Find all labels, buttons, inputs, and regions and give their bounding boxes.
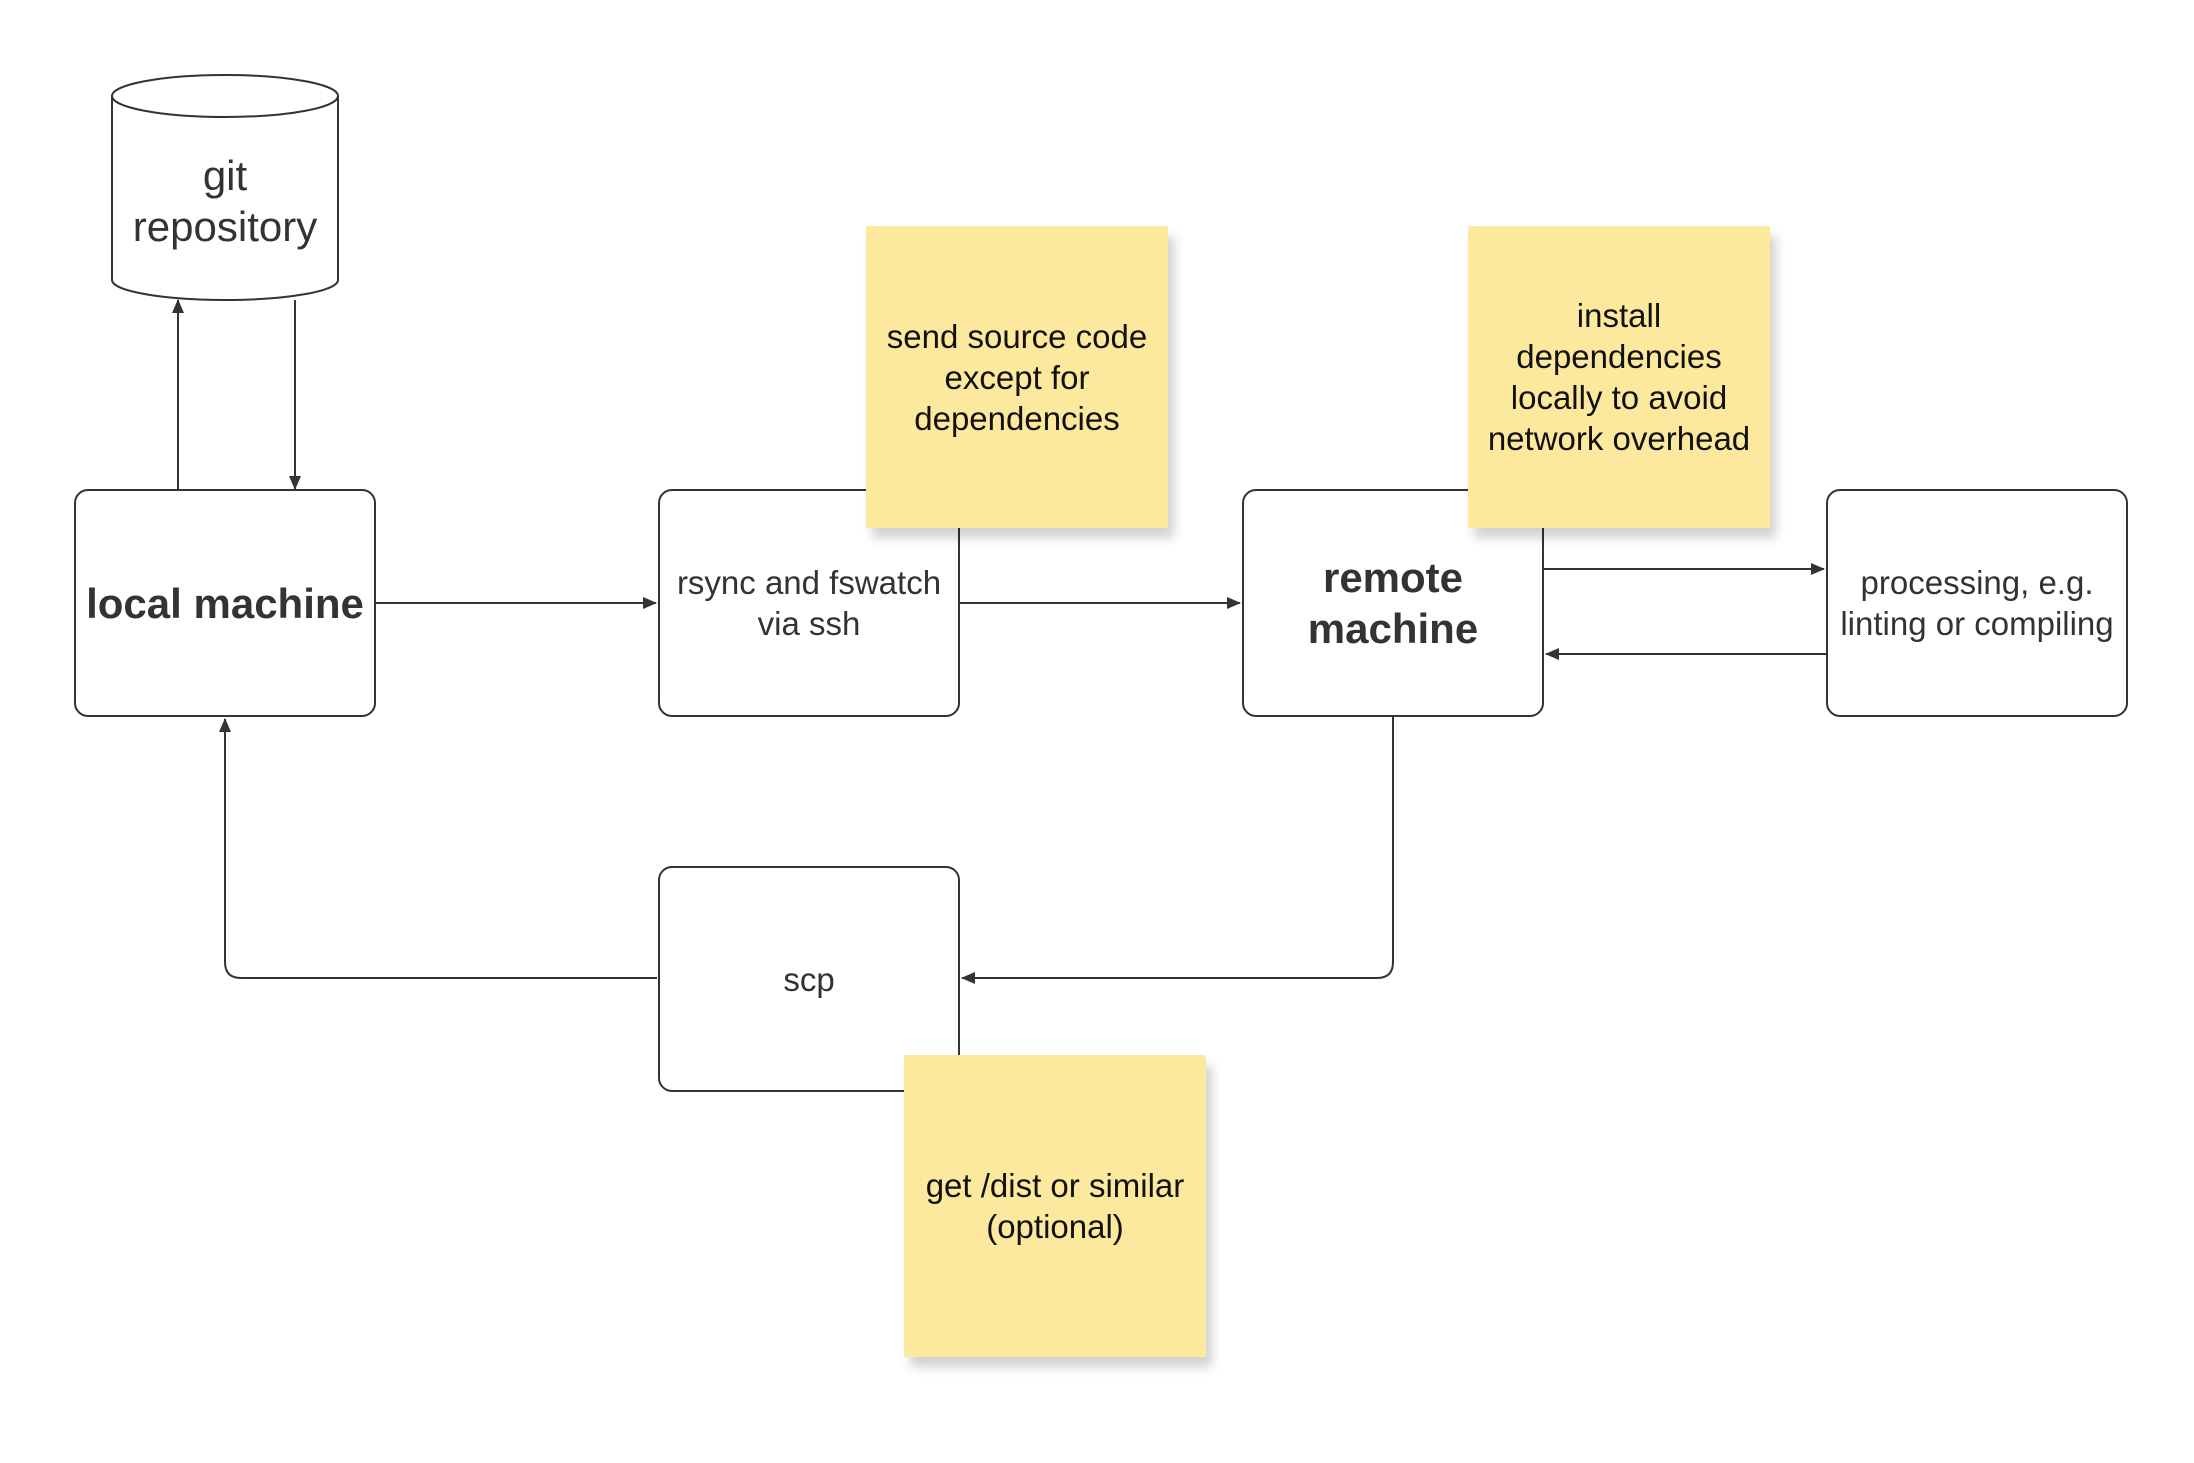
get-dist-note-text: get /dist or similar (optional) — [925, 1167, 1185, 1245]
remote-machine-label: remote machine — [1307, 554, 1479, 652]
local-machine-label: local machine — [86, 579, 364, 627]
processing-node[interactable]: processing, e.g. linting or compiling — [1826, 489, 2128, 717]
rsync-label: rsync and fswatch via ssh — [676, 564, 942, 642]
local-machine-node[interactable]: local machine — [74, 489, 376, 717]
processing-label: processing, e.g. linting or compiling — [1840, 564, 2114, 642]
install-deps-note-text: install dependencies locally to avoid ne… — [1487, 297, 1751, 457]
send-source-note-text: send source code except for dependencies — [886, 317, 1148, 437]
git-repository-cylinder[interactable] — [111, 74, 339, 301]
git-repository-label: git repository — [132, 152, 318, 250]
get-dist-note[interactable]: get /dist or similar (optional) — [904, 1055, 1206, 1357]
send-source-note[interactable]: send source code except for dependencies — [866, 226, 1168, 528]
install-deps-note[interactable]: install dependencies locally to avoid ne… — [1468, 226, 1770, 528]
remote-machine-node[interactable]: remote machine — [1242, 489, 1544, 717]
edge-remote-to-scp — [961, 717, 1394, 984]
rsync-node[interactable]: rsync and fswatch via ssh — [658, 489, 960, 717]
scp-node[interactable]: scp — [658, 866, 960, 1092]
edge-scp-to-local — [219, 718, 657, 979]
scp-label: scp — [783, 960, 835, 998]
